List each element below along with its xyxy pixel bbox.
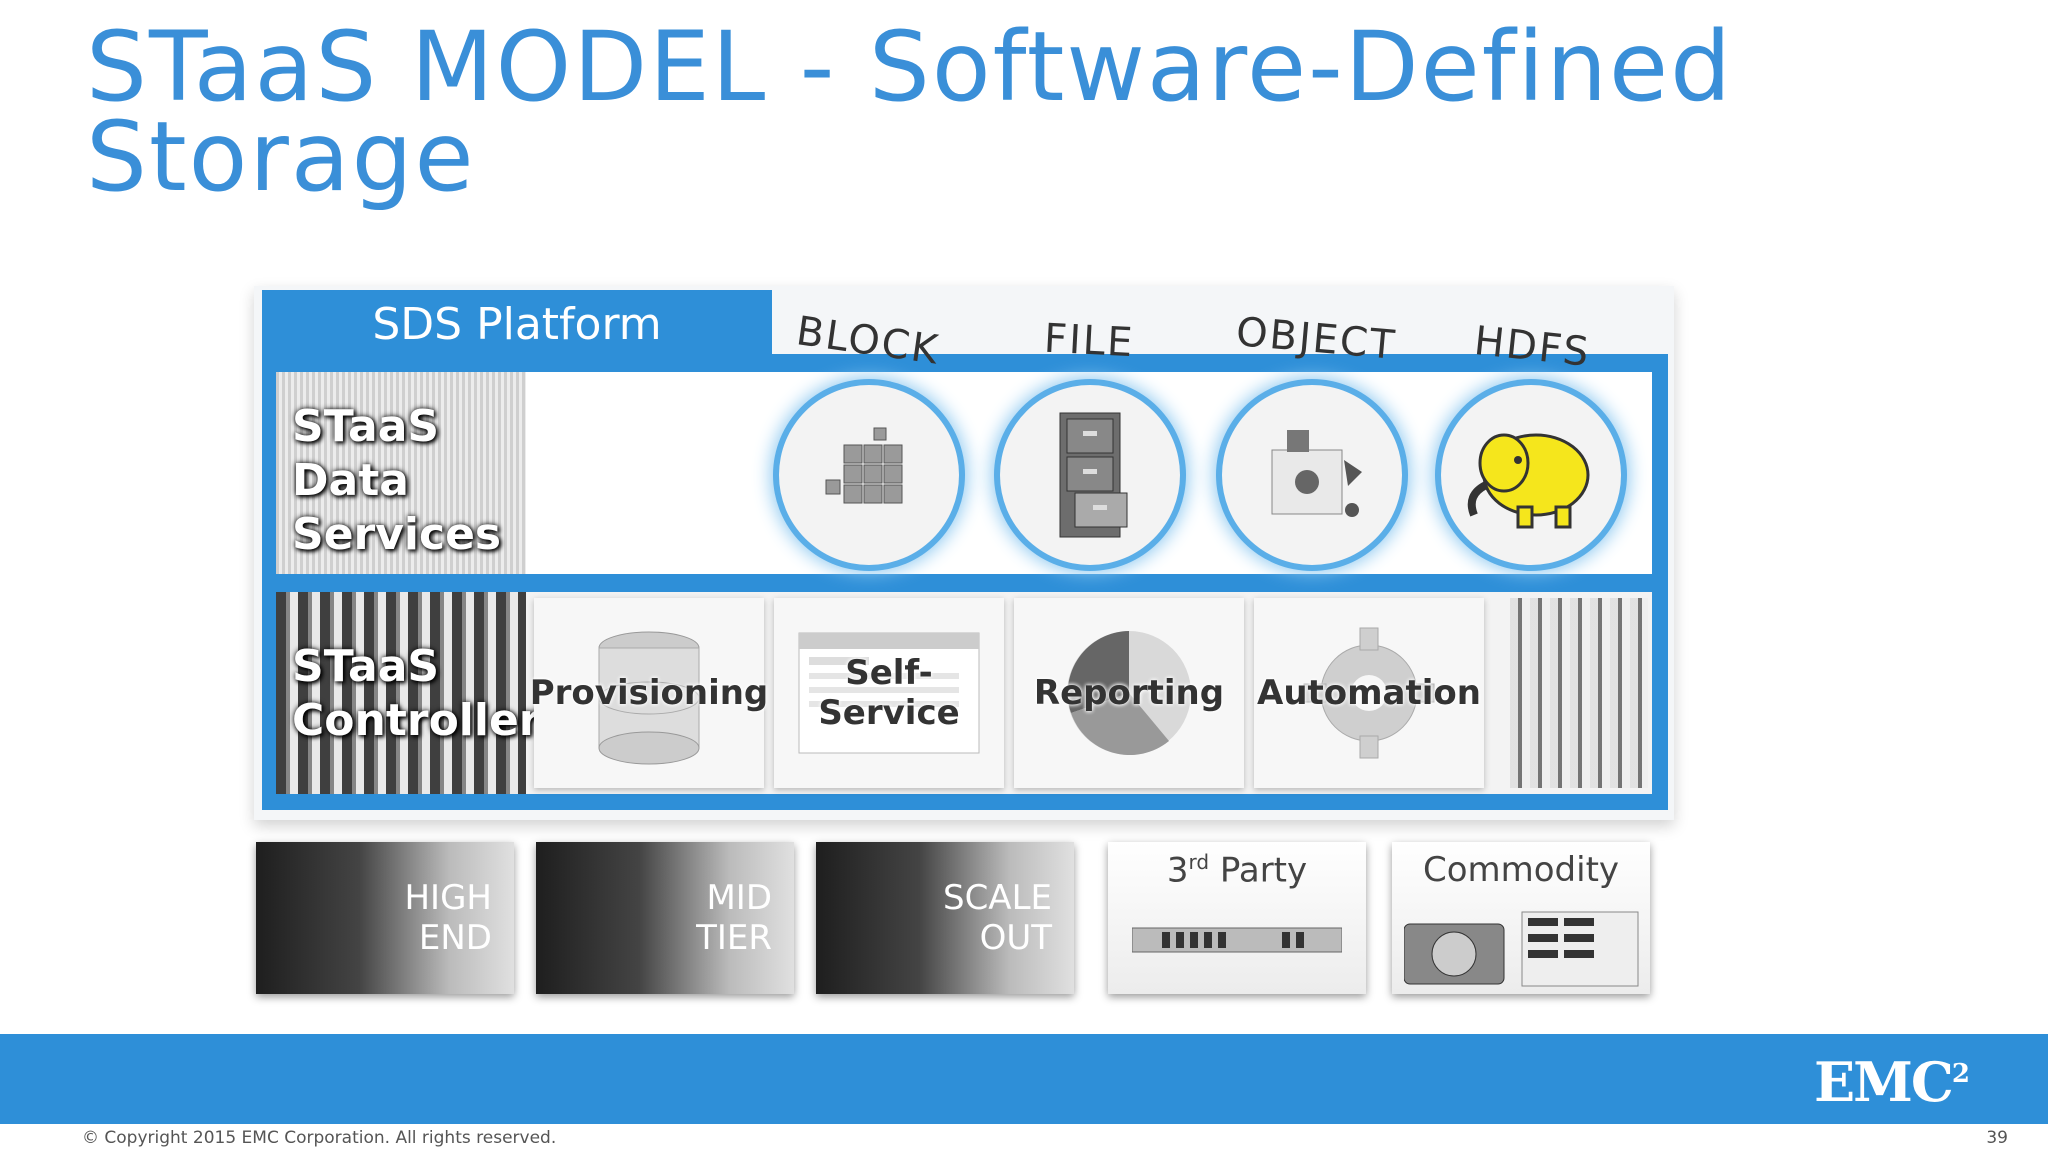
controller-label: STaaS Controller: [292, 641, 541, 746]
rack-server-icon: [1132, 927, 1342, 953]
third-party-box: 3rd Party: [1108, 842, 1366, 994]
reporting-label: Reporting: [1033, 673, 1225, 713]
database-icon: [598, 631, 700, 765]
third-party-label: 3rd Party: [1166, 850, 1308, 891]
automation-tile: Automation: [1254, 598, 1484, 788]
server-rack-image: [1510, 598, 1648, 788]
footer-bar: [0, 1034, 2048, 1124]
commodity-hardware-icon: [1404, 911, 1639, 987]
commodity-box: Commodity: [1392, 842, 1650, 994]
provisioning-label: Provisioning: [529, 673, 769, 713]
self-service-label: Self- Service: [818, 653, 960, 733]
provisioning-tile: Provisioning: [530, 598, 768, 788]
gear-icon: [1303, 627, 1435, 759]
commodity-label: Commodity: [1422, 850, 1620, 890]
protocol-label-file: FILE: [1042, 315, 1136, 367]
block-storage-icon: [779, 385, 959, 565]
file-cabinet-icon: [1000, 385, 1180, 565]
reporting-tile: Reporting: [1014, 598, 1244, 788]
copyright-text: © Copyright 2015 EMC Corporation. All ri…: [82, 1128, 557, 1148]
data-services-image: [276, 372, 526, 574]
self-service-tile: Self- Service: [774, 598, 1004, 788]
controller-image: [276, 592, 526, 794]
slide-title-line2: Storage: [86, 101, 476, 213]
data-services-label: STaaS Data Services: [292, 401, 502, 560]
hadoop-elephant-icon: [1441, 385, 1621, 565]
page-number: 39: [1986, 1128, 2008, 1148]
web-portal-icon: [798, 632, 980, 754]
pie-chart-icon: [1067, 631, 1191, 756]
emc-logo: EMC2: [1813, 1050, 1970, 1114]
automation-label: Automation: [1257, 673, 1481, 713]
slide-title-line1: STaaS MODEL - Software-Defined: [86, 11, 1734, 123]
slide-title: STaaS MODEL - Software-Defined Storage: [86, 11, 1786, 213]
sds-platform-tab: SDS Platform: [262, 290, 772, 360]
object-storage-icon: [1222, 385, 1402, 565]
